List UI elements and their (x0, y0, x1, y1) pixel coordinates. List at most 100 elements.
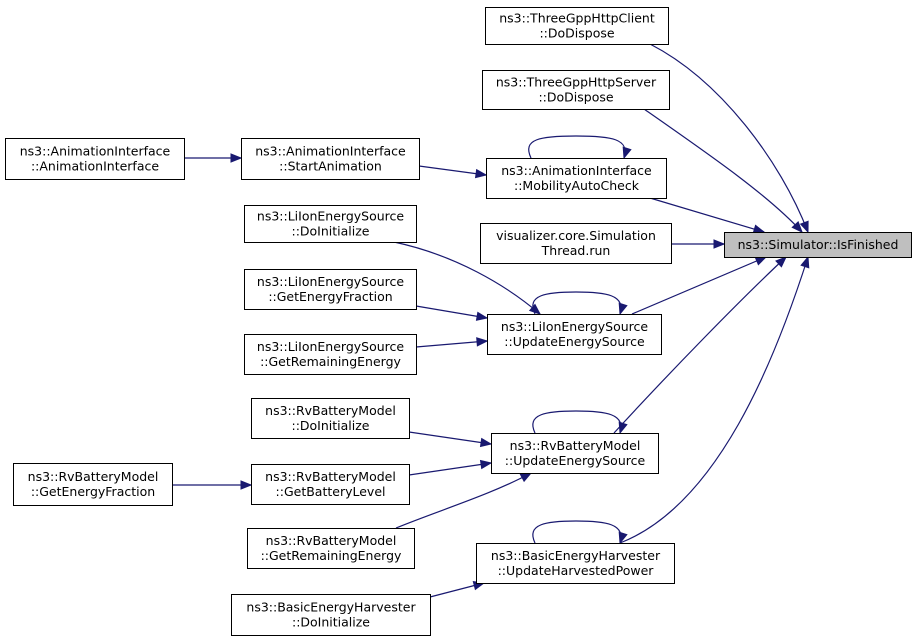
edge-line (415, 340, 488, 348)
node-label-line: ns3::AnimationInterface (501, 163, 652, 178)
node-rv-remaining[interactable]: ns3::RvBatteryModel::GetRemainingEnergy (247, 528, 415, 569)
node-box (231, 594, 431, 636)
edge-layer (172, 43, 810, 598)
node-box (244, 269, 417, 310)
node-box (13, 463, 173, 506)
node-label-line: ::UpdateHarvestedPower (498, 563, 655, 578)
arrowhead-icon (752, 224, 766, 234)
arrowhead-icon (519, 472, 533, 483)
edge-anim_mobility-to-anim_mobility (528, 135, 632, 160)
node-harvester-update[interactable]: ns3::BasicEnergyHarvester::UpdateHarvest… (476, 543, 675, 584)
node-rv-doinit[interactable]: ns3::RvBatteryModel::DoInitialize (251, 398, 410, 439)
node-box (251, 398, 410, 439)
edge-line (393, 241, 541, 315)
node-label-line: ns3::LiIonEnergySource (501, 319, 649, 334)
arrowhead-icon (713, 239, 726, 249)
edge-anim_ctor-to-anim_start (184, 153, 243, 163)
node-anim-ctor[interactable]: ns3::AnimationInterface::AnimationInterf… (5, 138, 185, 180)
node-threegpp-client[interactable]: ns3::ThreeGppHttpClient::DoDispose (485, 7, 669, 45)
node-box (486, 158, 667, 199)
node-isfinished[interactable]: ns3::Simulator::IsFinished (724, 232, 912, 258)
node-label-line: ::AnimationInterface (31, 159, 159, 174)
edge-line (532, 291, 622, 315)
node-label-line: visualizer.core.Simulation (496, 228, 656, 243)
edge-anim_start-to-anim_mobility (418, 165, 488, 179)
arrowhead-icon (622, 146, 632, 160)
arrowhead-icon (240, 480, 253, 490)
node-box (244, 205, 417, 243)
arrowhead-icon (618, 531, 628, 545)
node-label-line: ::DoDispose (538, 90, 613, 105)
node-label-line: ::DoInitialize (291, 224, 369, 239)
edge-rv_fraction-to-rv_level (172, 480, 253, 490)
node-box (476, 543, 675, 584)
arrowhead-icon (230, 153, 243, 163)
edge-rv_update-to-rv_update (532, 410, 628, 435)
node-label-line: ns3::Simulator::IsFinished (738, 237, 899, 252)
edge-line (408, 431, 492, 445)
edge-rv_doinit-to-rv_update (408, 431, 493, 448)
edge-liion_update-to-isfinished (631, 256, 768, 315)
edge-harvester_update-to-harvester_update (532, 520, 628, 545)
edge-line (649, 43, 809, 233)
edge-line (619, 256, 809, 544)
edge-line (613, 256, 787, 434)
node-anim-start[interactable]: ns3::AnimationInterface::StartAnimation (241, 138, 420, 180)
edge-line (395, 472, 532, 529)
node-liion-doinit[interactable]: ns3::LiIonEnergySource::DoInitialize (244, 205, 417, 243)
node-label-line: ns3::BasicEnergyHarvester (246, 600, 416, 615)
edge-rv_update-to-isfinished (613, 256, 787, 434)
node-label-line: ::UpdateEnergySource (504, 334, 645, 349)
arrowhead-icon (476, 337, 489, 347)
edge-line (408, 462, 492, 476)
arrowhead-icon (800, 255, 810, 269)
edge-liion_fraction-to-liion_update (415, 305, 489, 321)
edge-line (415, 305, 488, 319)
node-label-line: ::DoDispose (539, 26, 614, 41)
node-box (724, 232, 912, 258)
node-label-line: ns3::RvBatteryModel (510, 438, 641, 453)
node-label-line: ::StartAnimation (279, 159, 382, 174)
node-label-line: ::MobilityAutoCheck (514, 178, 640, 193)
node-liion-update[interactable]: ns3::LiIonEnergySource::UpdateEnergySour… (487, 314, 662, 355)
node-label-line: ns3::ThreeGppHttpClient (499, 11, 655, 26)
edge-line (528, 135, 626, 159)
arrowhead-icon (791, 221, 803, 233)
node-box (487, 314, 662, 355)
arrowhead-icon (479, 459, 493, 470)
arrowhead-icon (475, 311, 489, 321)
node-rv-level[interactable]: ns3::RvBatteryModel::GetBatteryLevel (251, 464, 410, 505)
node-label-line: ns3::RvBatteryModel (265, 403, 396, 418)
node-box (5, 138, 185, 180)
node-anim-mobility[interactable]: ns3::AnimationInterface::MobilityAutoChe… (486, 158, 667, 199)
node-box (480, 223, 672, 264)
node-label-line: ::DoInitialize (292, 615, 370, 630)
node-label-line: ::GetBatteryLevel (276, 484, 386, 499)
edge-line (532, 410, 622, 434)
edge-line (643, 108, 803, 233)
edge-visualizer-to-isfinished (671, 239, 726, 249)
node-harvester-doinit[interactable]: ns3::BasicEnergyHarvester::DoInitialize (231, 594, 431, 636)
arrowhead-icon (775, 256, 787, 268)
node-threegpp-server[interactable]: ns3::ThreeGppHttpServer::DoDispose (482, 70, 670, 110)
edge-liion_remaining-to-liion_update (415, 337, 489, 348)
node-rv-fraction[interactable]: ns3::RvBatteryModel::GetEnergyFraction (13, 463, 173, 506)
node-box (244, 334, 417, 375)
arrowhead-icon (479, 437, 493, 448)
node-box (491, 433, 659, 474)
node-liion-remaining[interactable]: ns3::LiIonEnergySource::GetRemainingEner… (244, 334, 417, 375)
node-liion-fraction[interactable]: ns3::LiIonEnergySource::GetEnergyFractio… (244, 269, 417, 310)
edge-harvester_doinit-to-harvester_update (429, 581, 486, 598)
node-label-line: ::UpdateEnergySource (505, 453, 646, 468)
node-box (241, 138, 420, 180)
node-layer: ns3::ThreeGppHttpClient::DoDisposens3::T… (5, 7, 912, 636)
node-label-line: ::DoInitialize (291, 418, 369, 433)
edge-rv_remaining-to-rv_update (395, 472, 533, 529)
node-box (251, 464, 410, 505)
node-rv-update[interactable]: ns3::RvBatteryModel::UpdateEnergySource (491, 433, 659, 474)
node-label-line: ns3::LiIonEnergySource (257, 274, 405, 289)
node-label-line: ::GetRemainingEnergy (261, 548, 402, 563)
